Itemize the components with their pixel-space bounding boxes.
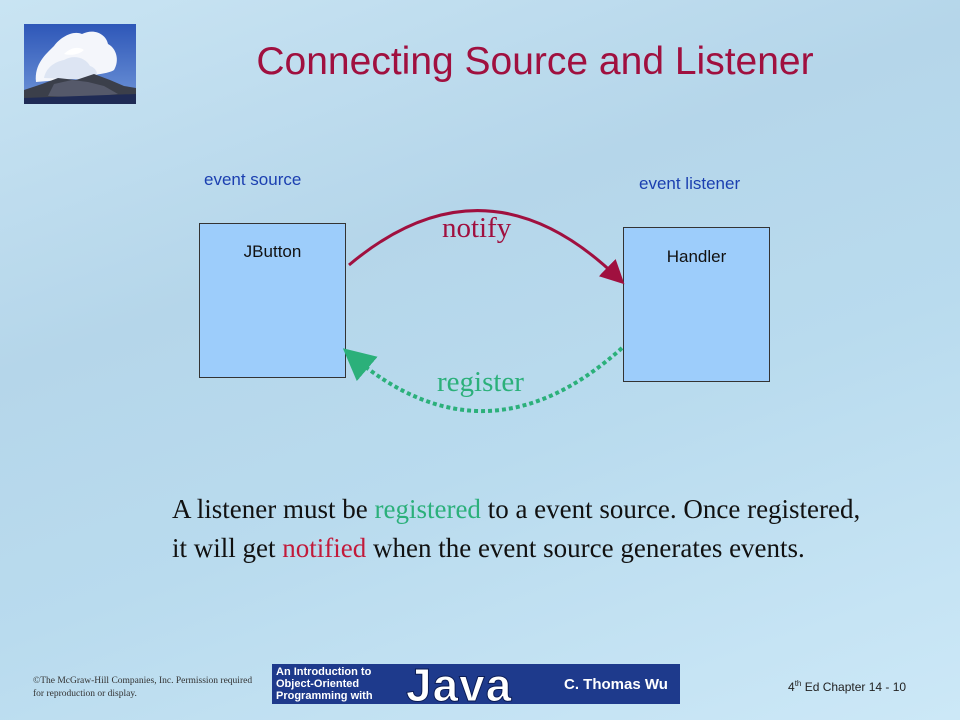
para-registered-word: registered xyxy=(374,494,481,524)
book-subtitle: An Introduction to Object-Oriented Progr… xyxy=(276,666,402,702)
handler-box: Handler xyxy=(623,227,770,382)
register-label: register xyxy=(437,366,524,398)
para-text-2: to a event source. Once registered, it w… xyxy=(172,494,861,563)
explanation-paragraph: A listener must be registered to a event… xyxy=(172,490,862,568)
copyright-notice: ©The McGraw-Hill Companies, Inc. Permiss… xyxy=(33,676,253,699)
book-line-2: Object-Oriented xyxy=(276,678,360,690)
para-text-3: when the event source generates events. xyxy=(366,533,805,563)
para-notified-word: notified xyxy=(282,533,367,563)
slide-title: Connecting Source and Listener xyxy=(256,40,814,83)
event-source-label: event source xyxy=(204,170,302,189)
notify-arrow xyxy=(348,209,625,285)
chapter-page-number: 4th Ed Chapter 14 - 10 xyxy=(788,679,907,694)
event-listener-label: event listener xyxy=(639,174,741,193)
book-author: C. Thomas Wu xyxy=(564,676,668,693)
book-java-logo: Java xyxy=(405,664,513,704)
jbutton-box: JButton xyxy=(199,223,346,378)
book-line-1: An Introduction to xyxy=(276,666,372,678)
jbutton-box-label: JButton xyxy=(243,242,302,261)
handler-box-label: Handler xyxy=(666,247,727,266)
register-arrow xyxy=(342,346,624,414)
book-banner: An Introduction to Object-Oriented Progr… xyxy=(272,664,680,704)
para-text-1: A listener must be xyxy=(172,494,375,524)
notify-label: notify xyxy=(442,212,512,244)
book-line-3: Programming with xyxy=(276,690,373,702)
ocean-wave-photo-icon xyxy=(24,24,136,104)
